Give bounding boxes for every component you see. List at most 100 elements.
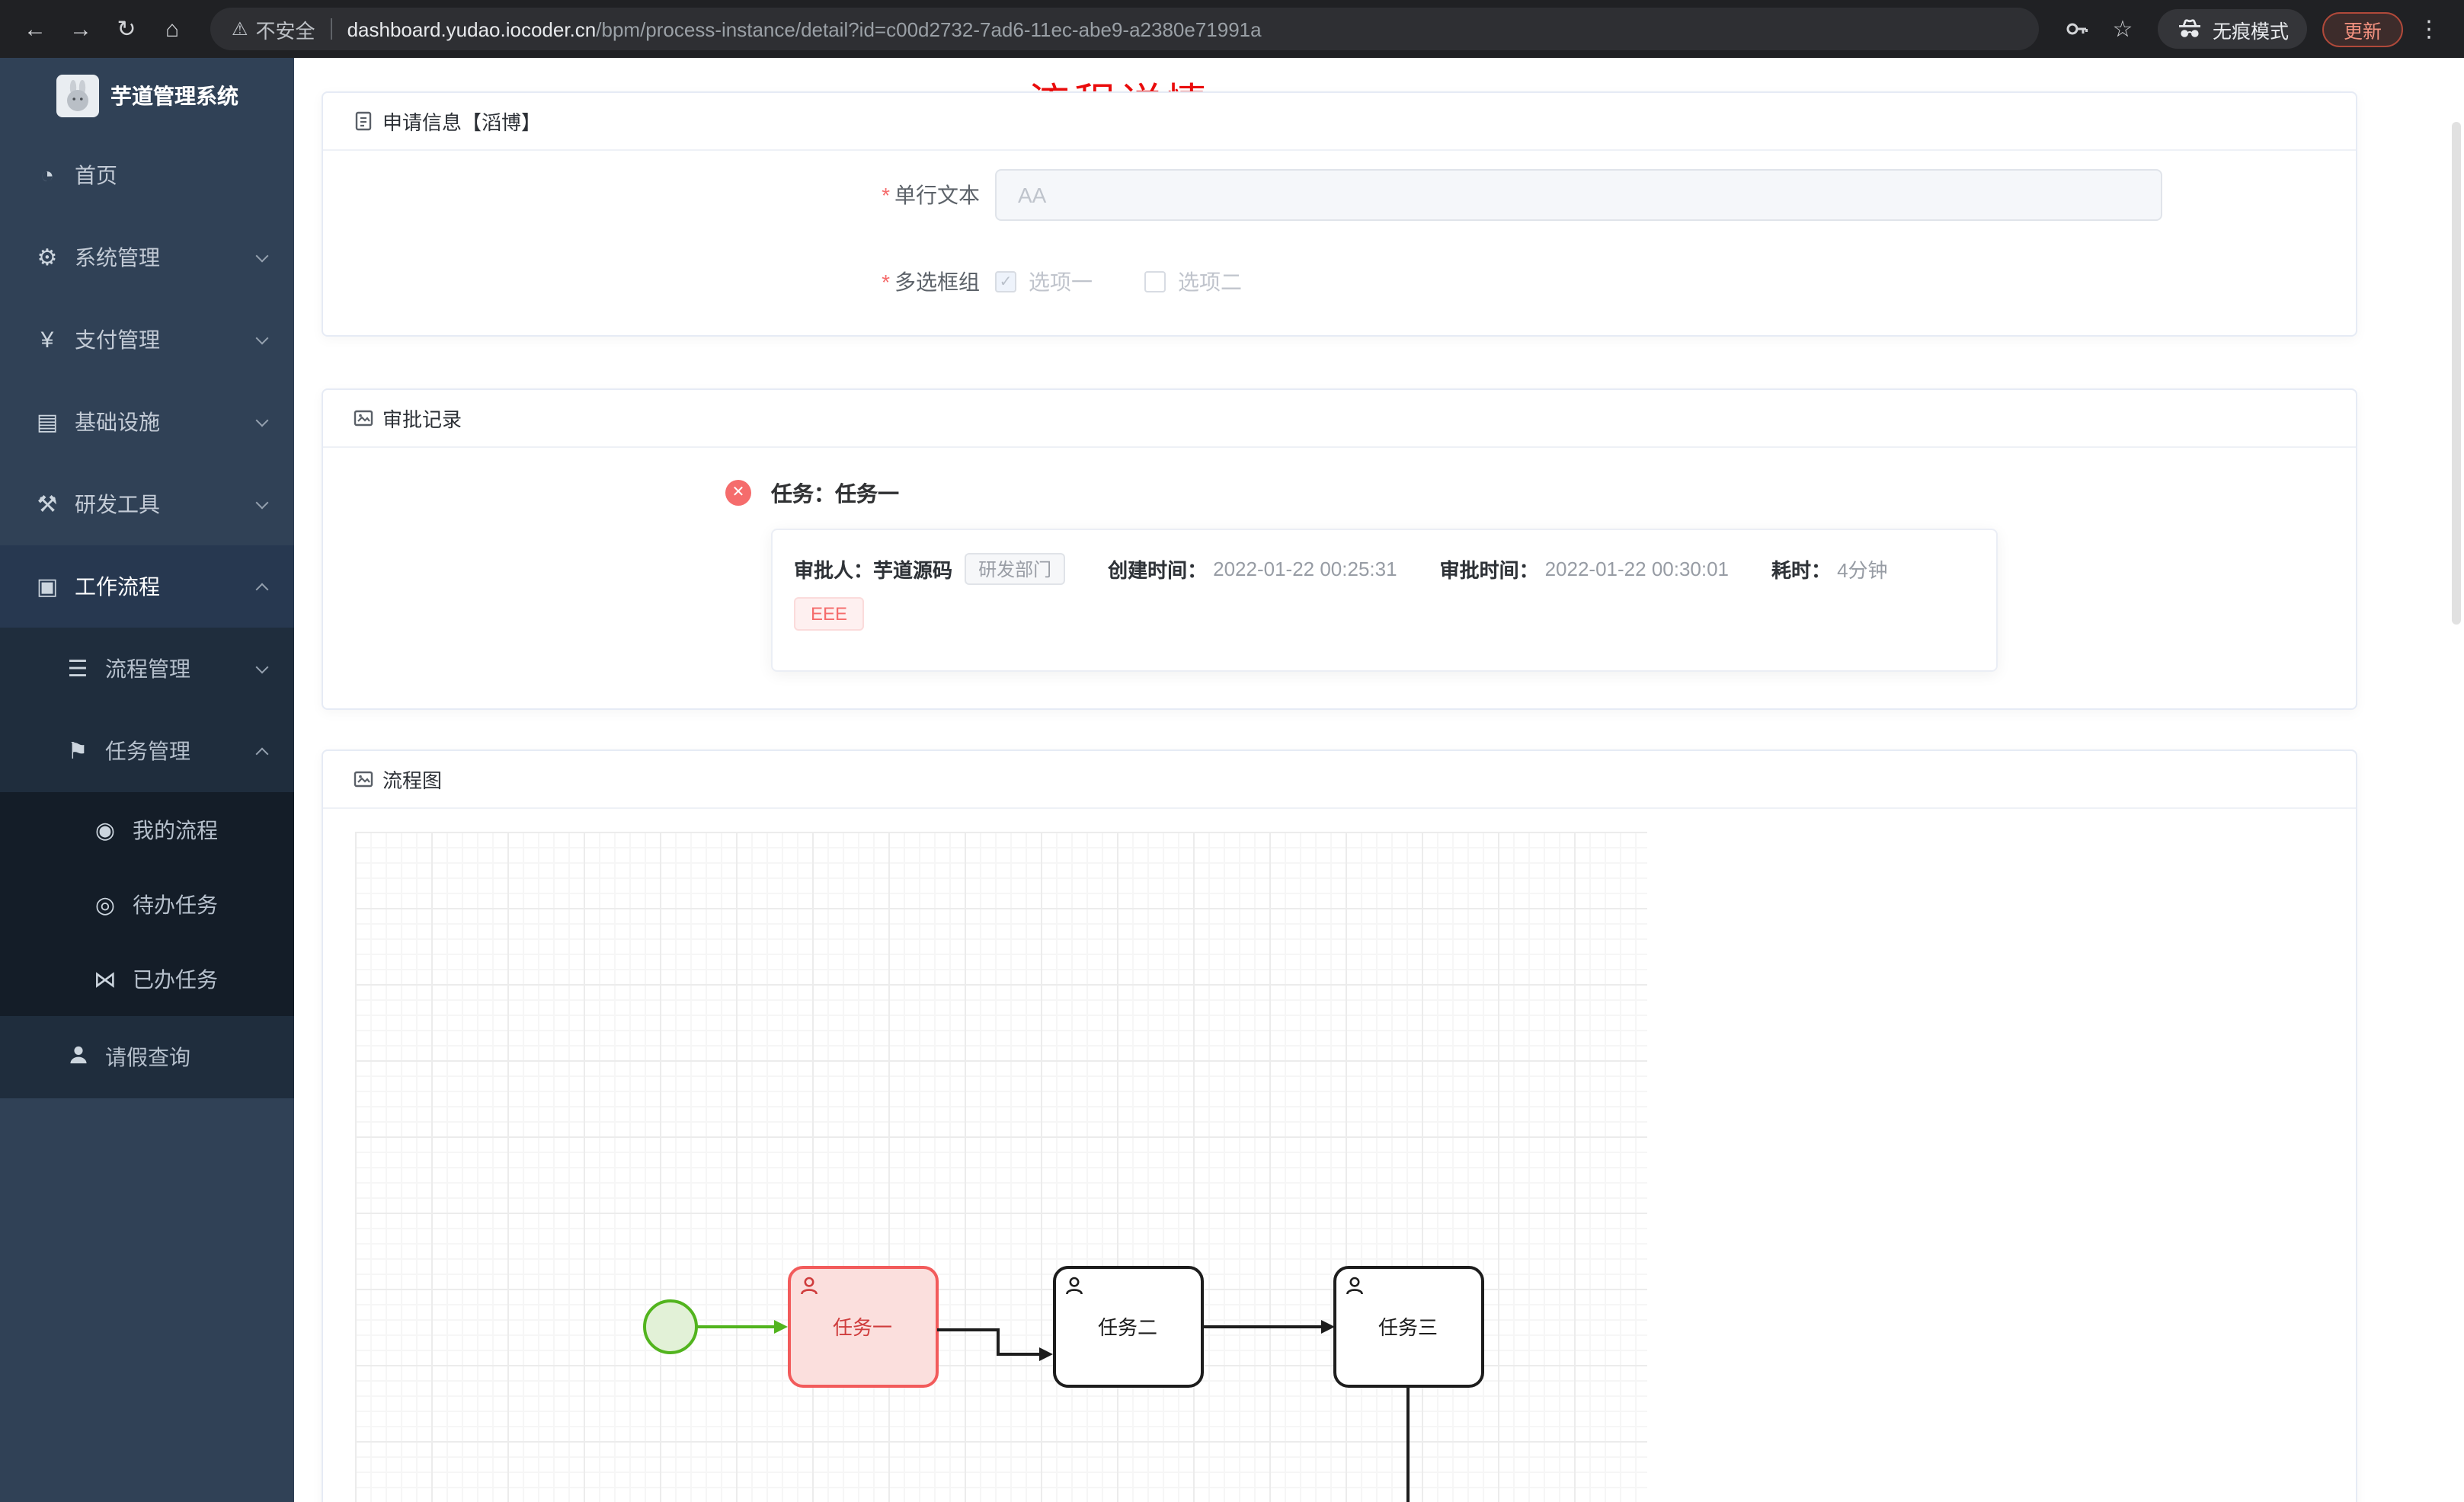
- sidebar-item-label: 待办任务: [133, 892, 218, 916]
- picture-icon: [354, 771, 373, 788]
- checkbox-check-icon: ✓: [999, 273, 1013, 290]
- update-button[interactable]: 更新: [2322, 11, 2403, 46]
- omnibox-divider: [330, 18, 332, 40]
- apply-info-card-header: 申请信息【滔博】: [323, 93, 2356, 151]
- sidebar-item-label: 工作流程: [75, 574, 160, 599]
- text-field-label: *单行文本: [882, 183, 980, 207]
- task-title: 任务：任务一: [771, 481, 899, 506]
- sidebar-item-label: 研发工具: [75, 492, 160, 516]
- bpmn-task-1-label: 任务一: [833, 1316, 892, 1339]
- task-management-icon: ⚑: [67, 739, 88, 765]
- chevron-down-icon: [255, 331, 269, 344]
- approved-time: 2022-01-22 00:30:01: [1544, 558, 1730, 580]
- main-content: 流程详情 申请信息【滔博】 *单行文本 *多选框组 ✓ 选项一 选项二: [294, 58, 2464, 1502]
- not-secure-label: 不安全: [255, 19, 315, 42]
- bpmn-start-event[interactable]: [643, 1299, 698, 1354]
- user-task-icon: [1066, 1277, 1083, 1295]
- sidebar-item-label: 基础设施: [75, 410, 160, 434]
- yen-icon: ¥: [40, 327, 54, 353]
- process-management-icon: ☰: [67, 657, 88, 682]
- arrowhead-icon: [774, 1320, 788, 1334]
- sidebar-item-todo-tasks[interactable]: ◎ 待办任务: [0, 867, 294, 941]
- sidebar-item-label: 首页: [75, 163, 117, 187]
- sidebar-item-infrastructure[interactable]: ▤ 基础设施: [0, 381, 294, 463]
- sidebar-item-process-management[interactable]: ☰ 流程管理: [0, 628, 294, 710]
- text-field-row: *单行文本: [323, 169, 2356, 221]
- bookmark-star-icon[interactable]: ☆: [2112, 17, 2133, 43]
- not-secure-icon: ⚠: [232, 18, 248, 40]
- checkbox-option-2-label: 选项二: [1178, 270, 1242, 294]
- sidebar-item-workflow[interactable]: ▣ 工作流程: [0, 545, 294, 628]
- incognito-badge: 无痕模式: [2157, 9, 2307, 49]
- checkbox-option-1-label: 选项一: [1029, 270, 1093, 294]
- checkbox-option-1[interactable]: ✓: [995, 271, 1016, 292]
- chevron-down-icon: [255, 413, 269, 427]
- url-path: /bpm/process-instance/detail?id=c00d2732…: [596, 18, 1262, 40]
- bpmn-flow-task1-to-task2: [937, 1328, 1039, 1356]
- scrollbar-thumb[interactable]: [2452, 122, 2461, 625]
- sidebar-item-my-process[interactable]: ◉ 我的流程: [0, 792, 294, 867]
- sidebar-item-home[interactable]: ◔ 首页: [0, 134, 294, 216]
- chevron-up-icon: [255, 582, 269, 596]
- back-icon[interactable]: ←: [24, 16, 46, 42]
- bpmn-canvas[interactable]: 任务一 任务二: [355, 832, 1647, 1502]
- key-icon-glyph: [2066, 23, 2088, 35]
- checkbox-field-label: *多选框组: [882, 270, 980, 294]
- bpmn-task-2-label: 任务二: [1098, 1316, 1157, 1339]
- approver-name: 芋道源码: [873, 559, 953, 582]
- approval-record-card: 审批记录 ✕ 任务：任务一 审批人： 芋道源码 研发部门 创建时间： 2022-…: [322, 388, 2357, 710]
- app-title: 芋道管理系统: [110, 84, 238, 108]
- tools-icon: ⚒: [37, 492, 58, 518]
- approval-detail-line: 审批人： 芋道源码 研发部门 创建时间： 2022-01-22 00:25:31…: [794, 553, 1975, 585]
- browser-toolbar: ← → ↻ ⌂ ⚠ 不安全 dashboard.yudao.iocoder.cn…: [0, 0, 2464, 58]
- apply-info-card-title: 申请信息【滔博】: [382, 111, 542, 134]
- picture-icon: [354, 410, 373, 427]
- dashboard-icon: ◔: [40, 162, 55, 188]
- infrastructure-icon: ▤: [36, 410, 59, 436]
- home-icon[interactable]: ⌂: [165, 16, 180, 42]
- rabbit-logo-icon: [56, 75, 98, 117]
- checkbox-option-2[interactable]: [1144, 271, 1166, 292]
- task-submenu: ◉ 我的流程 ◎ 待办任务 ⋈ 已办任务: [0, 792, 294, 1016]
- sidebar-item-leave-query[interactable]: 请假查询: [0, 1016, 294, 1098]
- duration-label: 耗时：: [1771, 559, 1832, 582]
- update-label: 更新: [2343, 21, 2382, 42]
- sidebar-item-system[interactable]: ⚙ 系统管理: [0, 216, 294, 299]
- sidebar-item-label: 请假查询: [105, 1045, 190, 1069]
- app-logo[interactable]: 芋道管理系统: [0, 58, 294, 134]
- url-host: dashboard.yudao.iocoder.cn: [347, 18, 597, 40]
- bpmn-task-1[interactable]: [788, 1266, 939, 1388]
- sidebar-item-done-tasks[interactable]: ⋈ 已办任务: [0, 941, 294, 1016]
- arrowhead-icon: [1039, 1347, 1053, 1361]
- forward-icon[interactable]: →: [69, 16, 92, 42]
- sidebar-item-payment[interactable]: ¥ 支付管理: [0, 299, 294, 381]
- user-task-icon: [801, 1277, 818, 1295]
- sidebar-item-label: 系统管理: [75, 245, 160, 270]
- my-process-icon: ◉: [94, 817, 116, 843]
- sidebar-item-label: 我的流程: [133, 817, 218, 842]
- address-bar[interactable]: ⚠ 不安全 dashboard.yudao.iocoder.cn/bpm/pro…: [210, 8, 2039, 50]
- single-line-text-input[interactable]: [995, 169, 2162, 221]
- sidebar: 芋道管理系统 ◔ 首页 ⚙ 系统管理 ¥ 支付管理 ▤ 基础设施 ⚒ 研发工具 …: [0, 58, 294, 1502]
- workflow-icon: ▣: [36, 574, 59, 600]
- arrowhead-icon: [1321, 1320, 1335, 1334]
- reload-icon[interactable]: ↻: [117, 17, 136, 43]
- menu-dots-icon[interactable]: ⋮: [2418, 17, 2440, 43]
- sidebar-item-devtools[interactable]: ⚒ 研发工具: [0, 463, 294, 545]
- approval-detail-box: 审批人： 芋道源码 研发部门 创建时间： 2022-01-22 00:25:31…: [771, 529, 1998, 672]
- created-time: 2022-01-22 00:25:31: [1213, 558, 1397, 580]
- created-label: 创建时间：: [1108, 559, 1208, 582]
- user-task-icon: [1346, 1277, 1363, 1295]
- checkbox-group: ✓ 选项一 选项二: [995, 267, 1242, 297]
- sidebar-item-task-management[interactable]: ⚑ 任务管理: [0, 710, 294, 792]
- sidebar-item-label: 流程管理: [105, 657, 190, 681]
- chevron-up-icon: [255, 746, 269, 760]
- key-icon[interactable]: [2057, 9, 2097, 49]
- bpmn-task-3-label: 任务三: [1378, 1316, 1438, 1339]
- process-diagram-card-title: 流程图: [382, 769, 443, 792]
- sidebar-item-label: 支付管理: [75, 328, 160, 352]
- person-icon: [61, 1044, 94, 1070]
- approved-label: 审批时间：: [1439, 559, 1539, 582]
- required-asterisk: *: [882, 183, 890, 207]
- approver-label: 审批人：: [794, 559, 874, 582]
